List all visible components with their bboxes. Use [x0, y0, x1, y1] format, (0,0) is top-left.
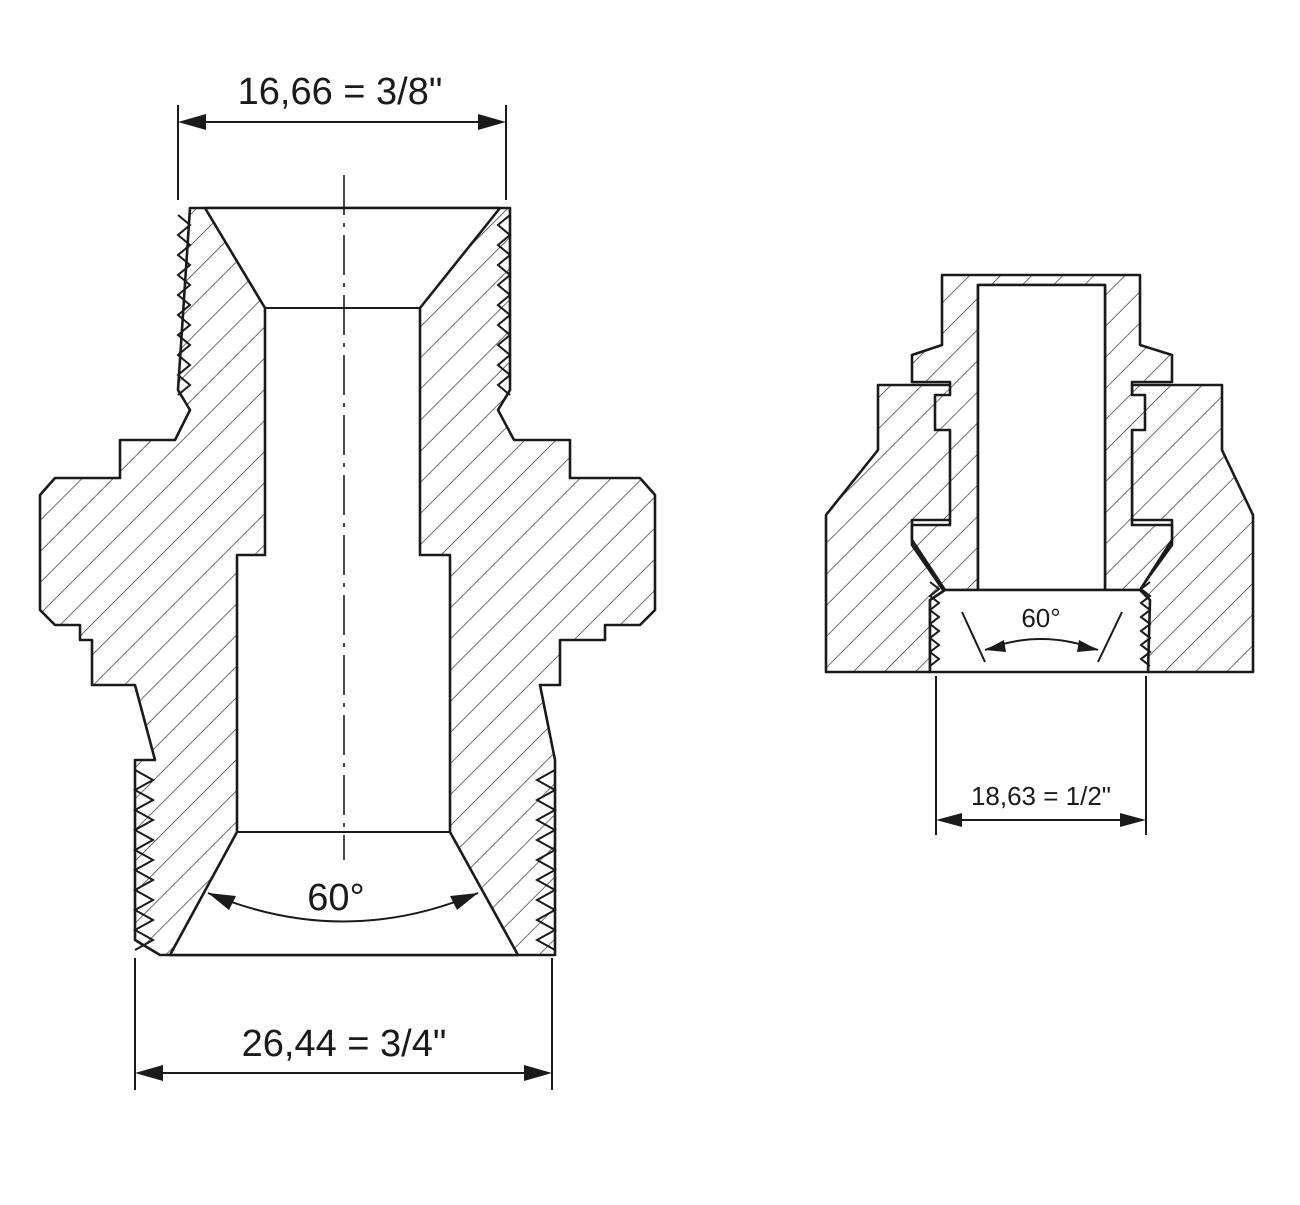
right-fitting-section: 60° 18,63 = 1/2" — [824, 273, 1255, 835]
left-bottom-thread-right — [534, 769, 558, 951]
arrow-left — [985, 640, 1006, 652]
arrow-right — [450, 893, 478, 910]
left-top-dimension-label: 16,66 = 3/8" — [238, 71, 443, 113]
arrow-left — [135, 1065, 163, 1081]
arrow-left — [178, 114, 206, 130]
left-bottom-dimension-label: 26,44 = 3/4" — [242, 1023, 447, 1065]
arrow-right — [1077, 640, 1098, 652]
arrow-right — [524, 1065, 552, 1081]
right-angle-label: 60° — [1021, 603, 1060, 633]
left-angle-arc — [207, 892, 479, 923]
right-bottom-dimension-label: 18,63 = 1/2" — [971, 781, 1111, 811]
left-fitting-section: 16,66 = 3/8" 60° 26,44 = 3/4" — [38, 71, 657, 1090]
arrow-left — [208, 893, 236, 910]
arrow-left — [936, 813, 962, 827]
arrow-right — [478, 114, 506, 130]
right-fitting-cone — [928, 588, 1152, 674]
right-angle-guide-left — [961, 611, 986, 663]
right-thread-left — [928, 581, 941, 667]
left-top-thread-right — [496, 214, 512, 396]
left-angle-label: 60° — [307, 877, 364, 919]
left-top-thread-left — [176, 214, 192, 396]
arrow-right — [1120, 813, 1146, 827]
right-fitting-bore — [976, 283, 1107, 592]
left-bottom-thread-left — [132, 769, 156, 951]
right-angle-guide-right — [1097, 611, 1123, 663]
right-thread-right — [1139, 581, 1152, 667]
